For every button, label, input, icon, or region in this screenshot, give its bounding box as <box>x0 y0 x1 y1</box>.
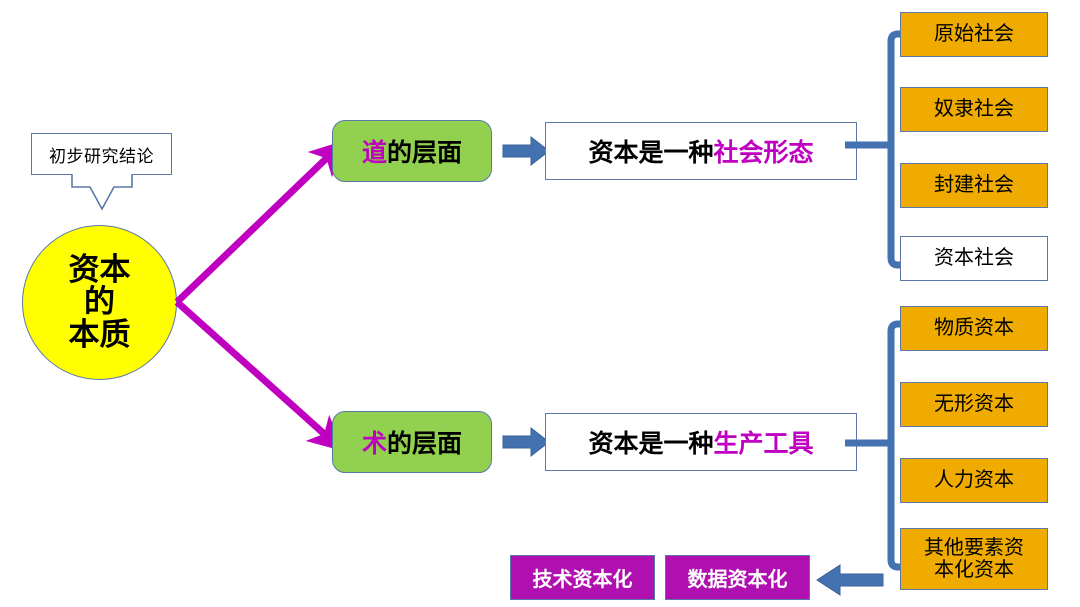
research-conclusion-callout: 初步研究结论 <box>31 133 172 175</box>
leaf-label-dao-4: 资本社会 <box>934 247 1014 270</box>
core-concept-circle: 资本 的 本质 <box>22 225 177 380</box>
leaf-label-dao-1: 原始社会 <box>934 23 1014 46</box>
core-line-3: 本质 <box>68 316 131 352</box>
arrow-left-icon-capitalization <box>816 564 884 596</box>
bracket-shu <box>845 320 905 571</box>
statement-shu-prefix: 资本是一种 <box>588 430 714 458</box>
leaf-box-dao-4: 资本社会 <box>900 236 1048 281</box>
tag-box-data-capitalization: 数据资本化 <box>665 555 810 600</box>
leaf-box-shu-2: 无形资本 <box>900 382 1048 427</box>
callout-tail-arrow-icon <box>71 174 133 211</box>
tag-box-tech-capitalization: 技术资本化 <box>510 555 655 600</box>
leaf-box-shu-4: 其他要素资 本化资本 <box>900 528 1048 590</box>
level-dao-prefix: 道 <box>361 139 387 167</box>
arrow-right-icon-shu <box>502 426 550 458</box>
leaf-box-shu-3: 人力资本 <box>900 458 1048 503</box>
leaf-label-shu-4-line1: 其他要素资 <box>924 536 1024 559</box>
leaf-label-shu-2: 无形资本 <box>934 393 1014 416</box>
leaf-label-dao-2: 奴隶社会 <box>934 98 1014 121</box>
statement-box-dao: 资本是一种社会形态 <box>545 122 857 180</box>
statement-dao-prefix: 资本是一种 <box>588 139 714 167</box>
bracket-dao <box>845 30 905 269</box>
level-box-shu: 术的层面 <box>332 411 492 473</box>
leaf-label-shu-4-line2: 本化资本 <box>934 559 1014 581</box>
level-shu-suffix: 的层面 <box>387 430 463 458</box>
arrow-right-icon-dao <box>502 135 550 167</box>
leaf-box-dao-2: 奴隶社会 <box>900 87 1048 132</box>
level-shu-prefix: 术 <box>361 430 387 458</box>
statement-shu-highlight: 生产工具 <box>713 430 814 458</box>
level-box-dao: 道的层面 <box>332 120 492 182</box>
leaf-label-shu-3: 人力资本 <box>934 469 1014 492</box>
research-conclusion-label: 初步研究结论 <box>49 146 154 166</box>
leaf-label-shu-1: 物质资本 <box>934 317 1014 340</box>
statement-dao-highlight: 社会形态 <box>713 139 814 167</box>
core-line-1: 资本 <box>68 252 131 288</box>
arrow-core-to-dao <box>174 140 346 305</box>
tag-label-tech-capitalization: 技术资本化 <box>532 569 633 591</box>
tag-label-data-capitalization: 数据资本化 <box>687 569 788 591</box>
arrow-core-to-shu <box>174 299 344 452</box>
leaf-box-dao-1: 原始社会 <box>900 12 1048 57</box>
level-dao-suffix: 的层面 <box>387 139 463 167</box>
statement-box-shu: 资本是一种生产工具 <box>545 413 857 471</box>
leaf-box-shu-1: 物质资本 <box>900 306 1048 351</box>
leaf-box-dao-3: 封建社会 <box>900 163 1048 208</box>
leaf-label-dao-3: 封建社会 <box>934 174 1014 197</box>
core-line-2: 的 <box>84 284 115 320</box>
